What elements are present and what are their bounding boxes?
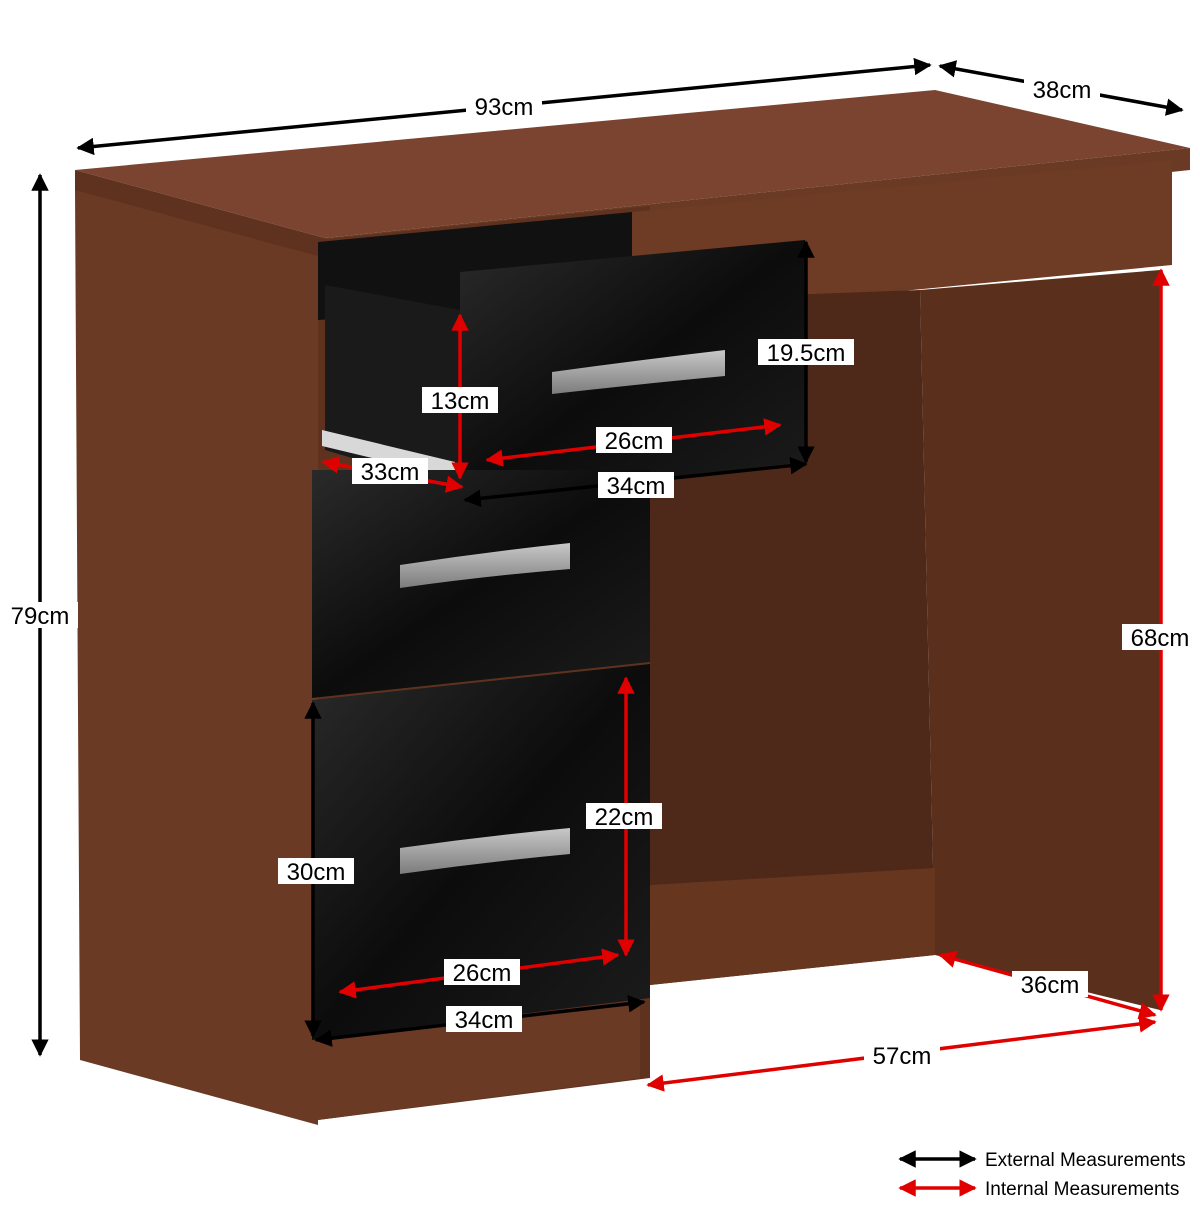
label-knee-height: 68cm <box>1131 625 1190 652</box>
label-top-drawer-inner-height: 13cm <box>431 388 490 415</box>
label-overall-height: 79cm <box>11 603 70 630</box>
label-bottom-drawer-inner-width: 26cm <box>453 960 512 987</box>
legend: External Measurements Internal Measureme… <box>898 1150 1186 1200</box>
desk-top-front-edge <box>75 170 325 262</box>
label-bottom-drawer-inner-height: 22cm <box>595 804 654 831</box>
drawers <box>312 240 805 1040</box>
middle-drawer-front[interactable] <box>312 470 650 698</box>
label-top-drawer-inner-width: 26cm <box>605 428 664 455</box>
label-top-drawer-front-height: 19.5cm <box>767 340 846 367</box>
label-overall-depth: 38cm <box>1033 77 1092 104</box>
top-drawer-handle[interactable] <box>552 350 725 394</box>
label-bottom-drawer-front-width: 34cm <box>455 1007 514 1034</box>
desk-left-side <box>75 190 325 1125</box>
legend-internal-label: Internal Measurements <box>985 1179 1179 1200</box>
label-top-drawer-depth: 33cm <box>361 459 420 486</box>
label-overall-width: 93cm <box>475 94 534 121</box>
top-drawer-side-box <box>325 285 460 490</box>
label-top-drawer-front-width: 34cm <box>607 473 666 500</box>
label-knee-depth: 36cm <box>1021 972 1080 999</box>
label-knee-width: 57cm <box>873 1043 932 1070</box>
middle-drawer-handle[interactable] <box>400 543 570 588</box>
label-bottom-drawer-front-height: 30cm <box>287 859 346 886</box>
knee-bottom-rail <box>650 868 935 985</box>
bottom-drawer-handle[interactable] <box>400 828 570 874</box>
legend-external-label: External Measurements <box>985 1150 1186 1171</box>
knee-right-side <box>920 270 1160 1010</box>
dimension-labels: 93cm 38cm 79cm 68cm 36cm 57cm 19.5cm 13c… <box>2 76 1198 1070</box>
